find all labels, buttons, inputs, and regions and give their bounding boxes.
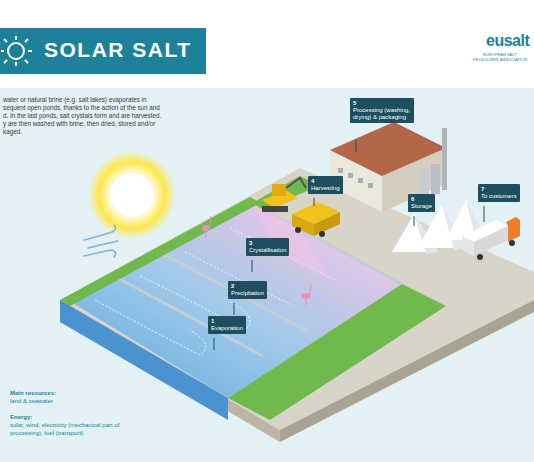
step-tag: 7To customers: [478, 184, 520, 202]
step-label: Storage: [411, 203, 432, 210]
step-tag: 4Harvesting: [308, 176, 343, 194]
flamingo: [202, 216, 311, 306]
step-tag: 3Crystallisation: [246, 238, 289, 256]
sun: [88, 151, 176, 239]
step-label: Harvesting: [311, 185, 340, 192]
grass: [228, 284, 446, 420]
callout-number: 4: [311, 178, 340, 185]
step-label: Precipitation: [231, 290, 264, 297]
energy-heading: Energy:: [10, 414, 32, 422]
step-label: Processing (washing, drying) & packaging: [353, 107, 411, 121]
callout-number: 7: [481, 186, 517, 193]
title: SOLAR SALT: [44, 38, 192, 62]
step-tag: 2Precipitation: [228, 281, 267, 299]
wind: [84, 225, 118, 257]
ground: [60, 168, 534, 430]
sun-core: [110, 173, 154, 217]
step-tag: 5Processing (washing, drying) & packagin…: [350, 98, 414, 123]
ponds: [68, 203, 402, 398]
intro-line: y are then washed with brine, then dried…: [3, 120, 155, 128]
sun-icon: [1, 36, 32, 66]
intro-line: sequent open ponds, thanks to the action…: [3, 104, 160, 112]
step-tag: 6Storage: [408, 194, 435, 212]
callout-number: 3: [249, 240, 286, 247]
step-label: Evaporation: [211, 325, 243, 332]
logo-text: eusalt: [486, 32, 529, 50]
step-tag: 1Evaporation: [208, 316, 246, 334]
intro-line: d. In the last ponds, salt crystals form…: [3, 112, 161, 120]
excavator: [262, 178, 306, 212]
callout-number: 2: [231, 283, 264, 290]
callout-number: 5: [353, 100, 411, 107]
callout-number: 1: [211, 318, 243, 325]
logo-subtitle: EUROPEAN SALT PRODUCERS' ASSOCIATION: [470, 52, 530, 62]
plant-building: [330, 122, 447, 212]
step-label: Crystallisation: [249, 247, 286, 254]
resource-heading: Main resources:: [10, 390, 56, 398]
panel: [0, 88, 534, 462]
intro-line: water or natural brine (e.g. salt lakes)…: [3, 96, 147, 104]
callout-number: 6: [411, 196, 432, 203]
intro-line: kaged.: [3, 128, 22, 136]
step-label: To customers: [481, 193, 517, 200]
resource-text: land & seawater: [10, 398, 53, 406]
dump-truck: [292, 202, 340, 237]
title-banner: [0, 28, 206, 74]
lorry: [462, 217, 520, 260]
energy-text: solar, wind, electricity (mechanical par…: [10, 422, 142, 437]
tag-posts: [214, 140, 484, 350]
